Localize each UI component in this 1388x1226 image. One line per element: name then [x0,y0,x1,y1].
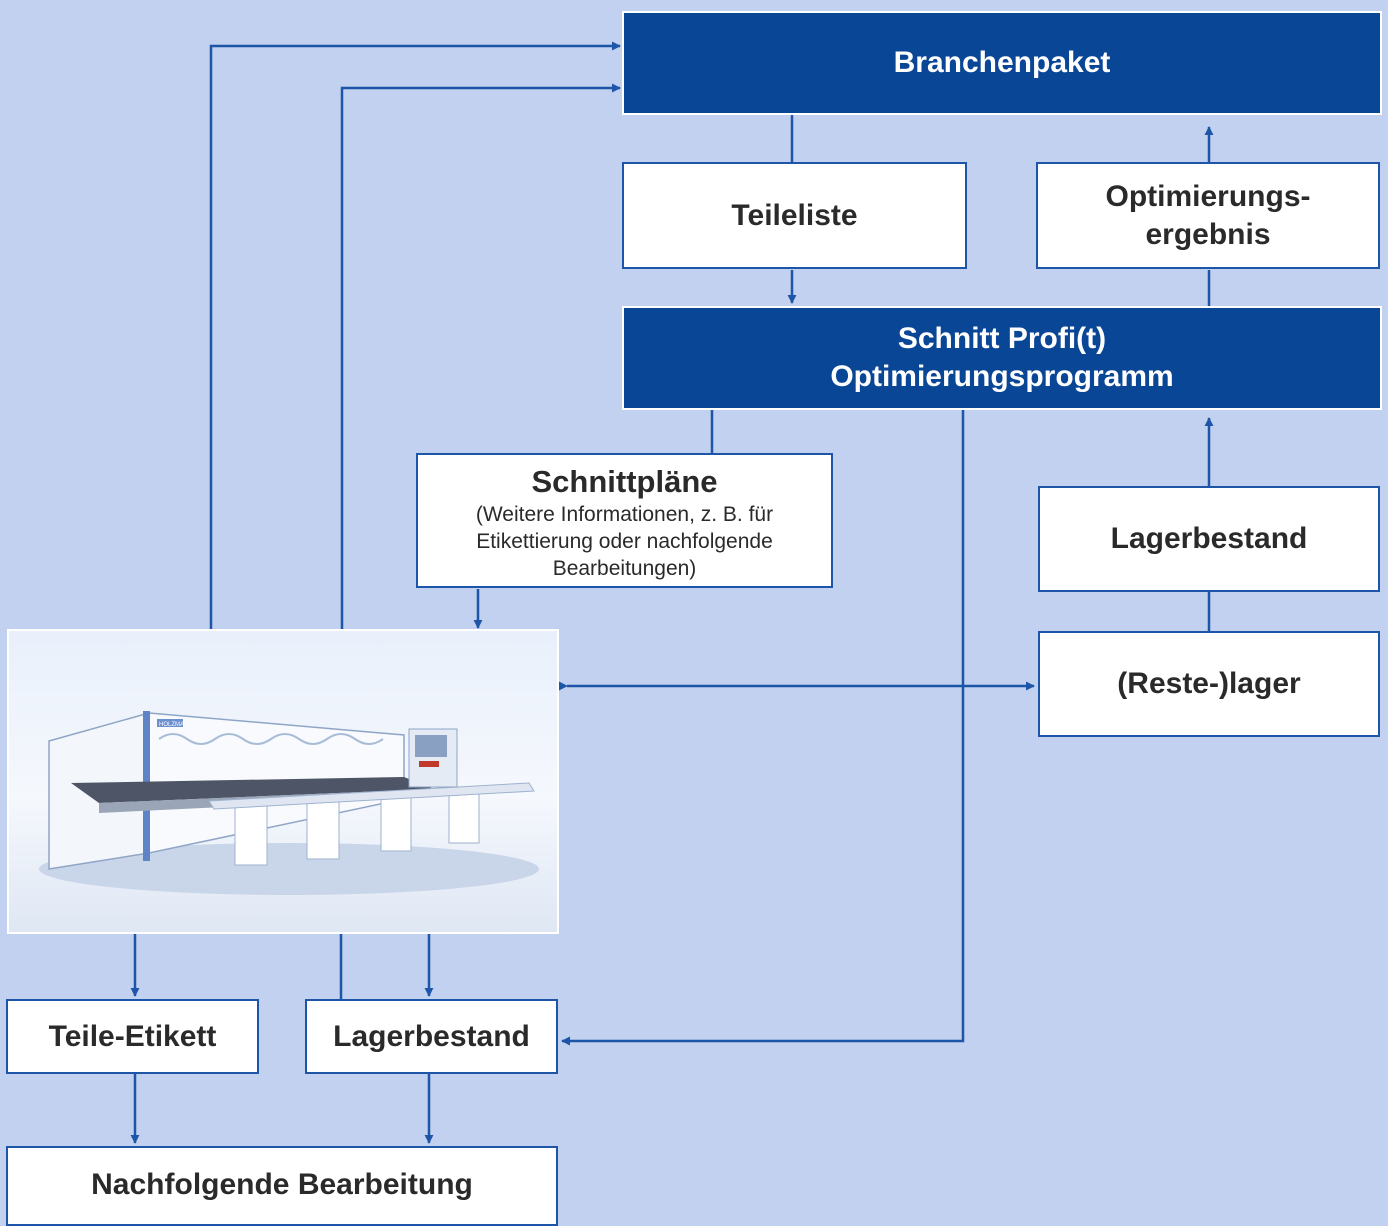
node-lagerbestand-right: Lagerbestand [1038,486,1380,592]
edge-machine-to-branchenpaket-lower [340,83,621,630]
node-schnittplaene-detail-2: Etikettierung oder nachfolgende [476,530,773,553]
node-teileliste-label: Teileliste [731,198,858,232]
machine-photo: HOLZMA [7,629,559,934]
node-schnittplaene-detail-1: (Weitere Informationen, z. B. für [475,503,774,526]
node-teileliste: Teileliste [622,162,967,269]
node-schnitt-profit: Schnitt Profi(t) Optimierungsprogramm [622,306,1382,410]
node-restelager: (Reste-)lager [1038,631,1380,737]
node-lagerbestand-bottom-label: Lagerbestand [333,1019,530,1053]
node-schnitt-profit-line-1: Schnitt Profi(t) [897,322,1107,355]
node-nachfolgende-bearbeitung-label: Nachfolgende Bearbeitung [91,1168,473,1201]
node-schnittplaene-title: Schnittpläne [531,464,718,499]
node-lagerbestand-bottom: Lagerbestand [305,999,558,1074]
node-optimierungsergebnis-line-2: ergebnis [1145,217,1271,251]
node-schnittplaene-detail-3: Bearbeitungen) [552,557,697,580]
machine-brand-mark: HOLZMA [159,722,184,728]
node-optimierungsergebnis-line-1: Optimierungs- [1105,179,1311,213]
node-schnitt-profit-line-2: Optimierungsprogramm [830,360,1174,393]
edge-machine-to-branchenpaket-upper [209,41,621,630]
node-teile-etikett: Teile-Etikett [6,999,259,1074]
node-teile-etikett-label: Teile-Etikett [48,1019,217,1053]
node-restelager-label: (Reste-)lager [1117,667,1301,700]
edge-schnitt-to-lagerbestand-bottom [561,410,965,1046]
node-lagerbestand-right-label: Lagerbestand [1110,522,1308,555]
node-nachfolgende-bearbeitung: Nachfolgende Bearbeitung [6,1146,558,1226]
node-branchenpaket-label: Branchenpaket [893,46,1111,79]
node-optimierungsergebnis: Optimierungs- ergebnis [1036,162,1380,269]
node-schnittplaene: Schnittpläne (Weitere Informationen, z. … [416,453,833,588]
node-branchenpaket: Branchenpaket [622,11,1382,115]
